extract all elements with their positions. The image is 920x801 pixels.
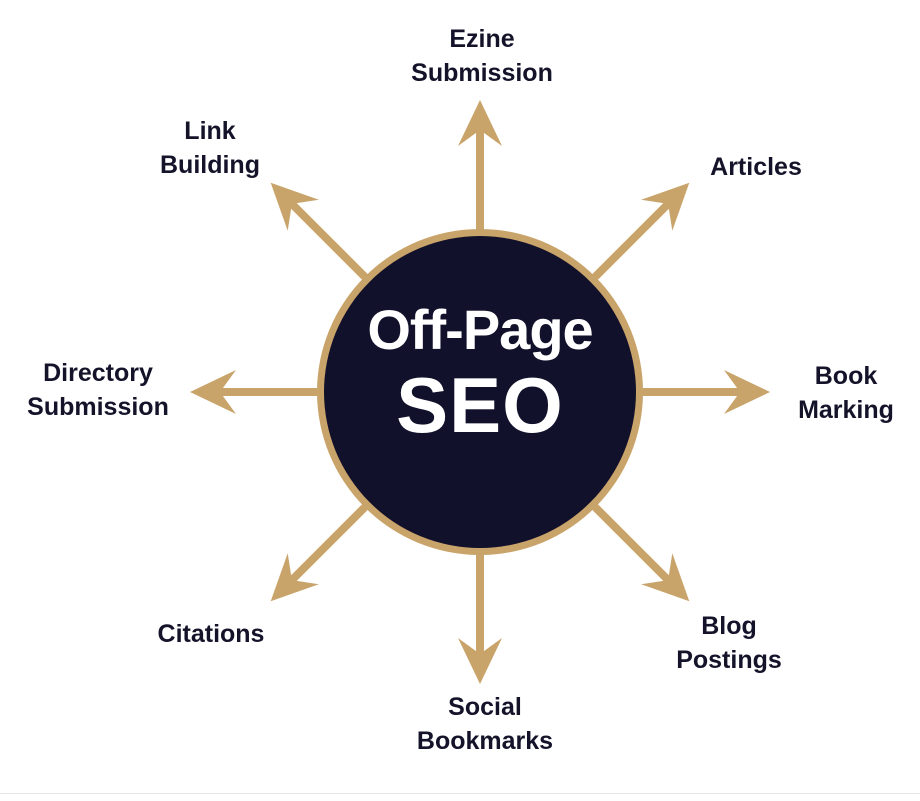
node-directory-submission: Directory Submission (8, 356, 188, 424)
node-citations-line1: Citations (157, 620, 265, 648)
node-directory-submission-line2: Submission (27, 393, 169, 421)
node-ezine-line2: Submission (411, 59, 553, 87)
node-social-bookmarks: Social Bookmarks (395, 690, 575, 758)
node-citations: Citations (136, 617, 286, 651)
node-ezine-submission: Ezine Submission (382, 22, 582, 90)
arrow-to-directory-submission-head (190, 370, 236, 414)
node-articles-line1: Articles (710, 153, 802, 181)
arrow-to-citations-head (270, 553, 319, 602)
arrow-to-book-marking-head (724, 370, 770, 414)
node-link-building-line1: Link (184, 117, 236, 145)
arrow-to-link-building-head (270, 182, 319, 231)
node-articles: Articles (686, 150, 826, 184)
node-link-building: Link Building (145, 114, 275, 182)
center-circle (324, 236, 636, 548)
node-book-marking: Book Marking (782, 359, 910, 427)
node-blog-postings-line1: Blog (701, 612, 757, 640)
center-title-line1: Off-Page (367, 298, 593, 361)
node-blog-postings: Blog Postings (664, 609, 794, 677)
node-directory-submission-line1: Directory (43, 359, 153, 387)
node-blog-postings-line2: Postings (676, 646, 782, 674)
node-social-bookmarks-line2: Bookmarks (416, 727, 554, 755)
node-social-bookmarks-line1: Social (448, 693, 522, 721)
center-title: Off-Page SEO (320, 298, 640, 448)
node-ezine-line1: Ezine (449, 25, 515, 53)
center-title-line2: SEO (396, 361, 564, 449)
arrow-to-ezine-head (458, 100, 502, 146)
arrow-to-blog-postings-head (641, 553, 690, 602)
bottom-divider (0, 793, 920, 794)
node-book-marking-line1: Book (814, 362, 878, 390)
node-book-marking-line2: Marking (798, 396, 894, 424)
node-link-building-line2: Building (160, 151, 260, 179)
arrow-to-social-bookmarks-head (458, 638, 502, 684)
arrow-to-articles-head (641, 182, 690, 231)
